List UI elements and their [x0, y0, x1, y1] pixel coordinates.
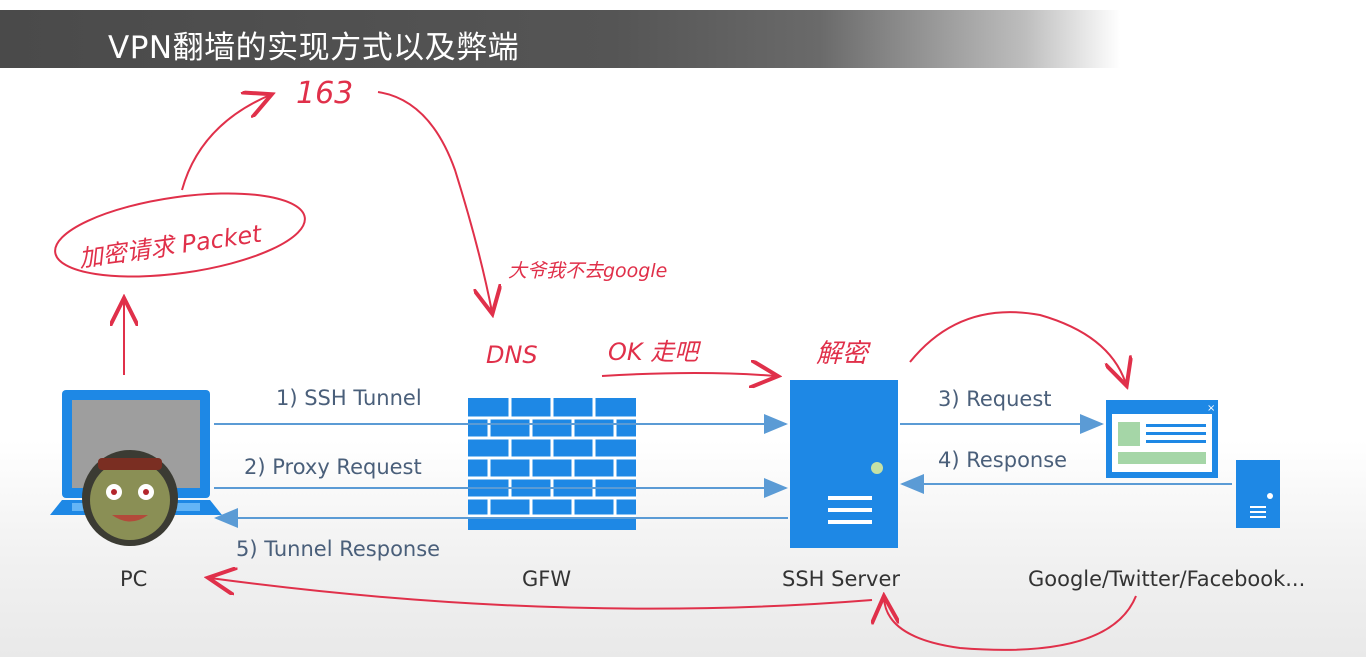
edge-label-response: 4) Response — [938, 448, 1067, 472]
sites-to-server-loop — [884, 596, 1137, 651]
edge-label-ssh-tunnel: 1) SSH Tunnel — [276, 386, 422, 410]
annotation-packet: 加密请求 Packet — [77, 219, 265, 273]
ok-go-arrow — [601, 373, 776, 376]
to-sites-arrow — [909, 311, 1126, 384]
firewall-icon — [468, 398, 636, 530]
svg-text:×: × — [1207, 403, 1215, 414]
title-bar: VPN翻墙的实现方式以及弊端 — [0, 10, 1366, 68]
return-to-pc-arrow — [210, 578, 873, 610]
node-label-sites: Google/Twitter/Facebook... — [1028, 567, 1305, 591]
server-icon — [790, 380, 898, 548]
annotation-dns: DNS — [486, 341, 538, 369]
edge-label-request: 3) Request — [938, 387, 1052, 411]
node-label-gfw: GFW — [522, 567, 571, 591]
remote-server-icon — [1236, 460, 1280, 528]
node-label-pc: PC — [120, 567, 147, 591]
to-163-arrow — [181, 95, 270, 191]
annotation-163: 163 — [296, 76, 353, 111]
page-title: VPN翻墙的实现方式以及弊端 — [108, 30, 520, 66]
edge-label-tunnel-response: 5) Tunnel Response — [236, 537, 440, 561]
to-dns-arrow — [377, 91, 492, 312]
edge-label-proxy-request: 2) Proxy Request — [244, 455, 422, 479]
browser-window-icon: × — [1106, 400, 1218, 478]
node-label-ssh-server: SSH Server — [782, 567, 900, 591]
annotation-not-google: 大爷我不去google — [508, 260, 667, 282]
avatar — [82, 450, 178, 546]
annotation-decrypt: 解密 — [816, 339, 871, 369]
annotation-ok-go: OK 走吧 — [608, 338, 701, 366]
packet-ellipse — [54, 192, 306, 278]
